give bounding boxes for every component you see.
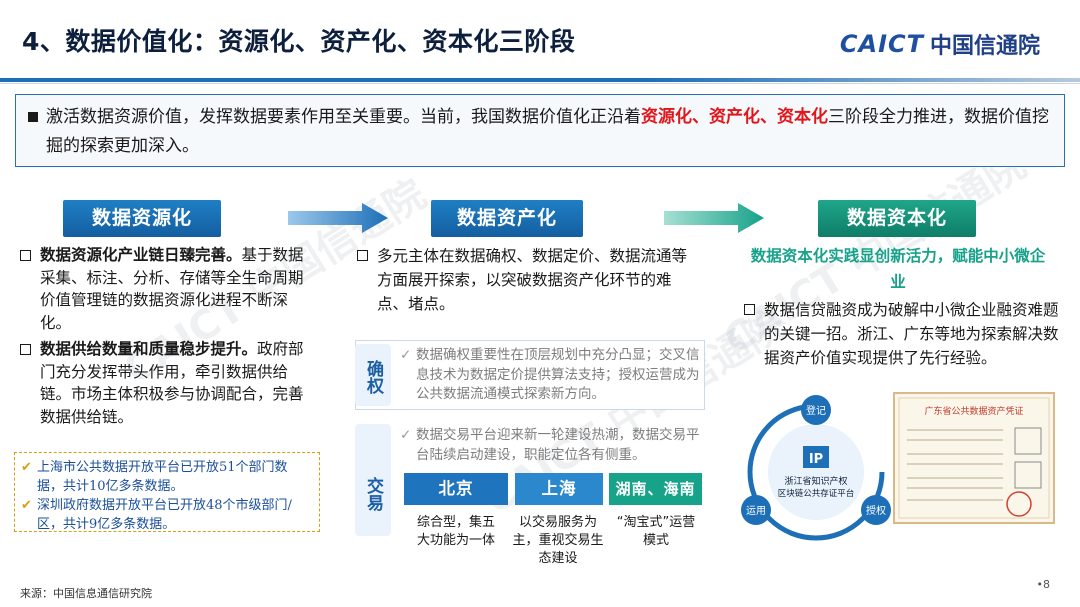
title-divider-thin (0, 83, 1080, 84)
arrow-right-icon (664, 203, 764, 233)
stage-resource: 数据资源化 (63, 200, 221, 237)
logo-text-en: CAICT (839, 30, 924, 58)
tag-confirm-rights: 确权 (355, 344, 391, 406)
check-icon: ✔ (21, 498, 32, 513)
diagram-center-line1: 浙江省知识产权 (784, 475, 847, 487)
title-divider (0, 78, 1080, 82)
certificate-title: 广东省公共数据资产凭证 (924, 405, 1023, 417)
list-item: 数据供给数量和质量稳步提升。政府部门充分发挥带头作用，牵引数据供给链。市场主体积… (18, 338, 308, 428)
capital-headline: 数据资本化实践显创新活力，赋能中小微企业 (750, 247, 1046, 291)
diagram-center-line2: 区块链公共存证平台 (778, 488, 855, 499)
data-asset-certificate-image: 广东省公共数据资产凭证 (893, 392, 1055, 524)
city-shanghai: 上海 (515, 473, 603, 505)
page-title: 4、数据价值化：资源化、资产化、资本化三阶段 (22, 27, 576, 56)
sub-text: 数据确权重要性在顶层规划中充分凸显；交叉信息技术为数据定价提供算法支持；授权运营… (416, 347, 700, 402)
hollow-square-bullet-icon (357, 250, 368, 261)
page-number: •8 (1036, 578, 1051, 591)
example-note-box: ✔ 上海市公共数据开放平台已开放51个部门数据，共计10亿多条数据。 ✔ 深圳政… (14, 452, 320, 532)
city-hunan-hainan: 湖南、海南 (609, 473, 702, 505)
bullet-text: 多元主体在数据确权、数据定价、数据流通等方面展开探索，以突破数据资产化环节的难点… (377, 247, 688, 313)
stage-asset: 数据资产化 (431, 200, 583, 237)
logo-text-cn: 中国信通院 (929, 34, 1040, 59)
tag-trading: 交易 (355, 424, 391, 536)
list-item: ✔ 深圳政府数据开放平台已开放48个市级部门/区，共计9亿多条数据。 (21, 496, 311, 534)
list-item: 数据信贷融资成为破解中小微企业融资难题的关键一招。浙江、广东等地为探索解决数据资… (742, 298, 1062, 370)
note-text: 上海市公共数据开放平台已开放51个部门数据，共计10亿多条数据。 (37, 460, 288, 494)
bullet-text: 基于数据采集、标注、分析、存储等全生命周期价值管理链的数据资源化进程不断深化。 (40, 246, 304, 332)
check-icon: ✓ (400, 347, 412, 363)
confirm-rights-block (355, 340, 705, 410)
blockchain-platform-diagram: IP 浙江省知识产权 区块链公共存证平台 登记 运用 授权 (741, 395, 891, 541)
list-item: 数据资源化产业链日臻完善。基于数据采集、标注、分析、存储等全生命周期价值管理链的… (18, 244, 308, 334)
intro-text-after: 三阶段全力推进，数据价值挖掘的探索更加深入。 (46, 107, 1049, 156)
diagram-node-register: 登记 (806, 404, 826, 417)
list-item: 多元主体在数据确权、数据定价、数据流通等方面展开探索，以突破数据资产化环节的难点… (355, 244, 695, 316)
svg-text:IP: IP (809, 452, 823, 467)
bullet-text: 政府部门充分发挥带头作用，牵引数据供给链。市场主体积极参与协调配合，完善数据供给… (40, 340, 304, 426)
source-note: 来源：中国信息通信研究院 (20, 587, 152, 600)
diagram-node-use: 运用 (746, 505, 766, 517)
bullet-bold: 数据资源化产业链日臻完善。 (40, 246, 242, 264)
hollow-square-bullet-icon (744, 304, 755, 315)
city-desc-shanghai: 以交易服务为主，重视交易生态建设 (512, 515, 604, 566)
column-capital: 数据信贷融资成为破解中小微企业融资难题的关键一招。浙江、广东等地为探索解决数据资… (742, 298, 1062, 372)
confirm-rights-text: ✓ 数据确权重要性在顶层规划中充分凸显；交叉信息技术为数据定价提供算法支持；授权… (400, 346, 700, 405)
stage-capital: 数据资本化 (818, 200, 976, 237)
sub-text: 数据交易平台迎来新一轮建设热潮，数据交易平台陆续启动建设，职能定位各有侧重。 (416, 427, 700, 463)
check-icon: ✔ (21, 460, 32, 475)
arrow-right-icon (288, 203, 388, 233)
hollow-square-bullet-icon (20, 344, 31, 355)
trading-text: ✓ 数据交易平台迎来新一轮建设热潮，数据交易平台陆续启动建设，职能定位各有侧重。 (400, 426, 700, 465)
diagram-node-authorize: 授权 (866, 504, 886, 517)
square-bullet-icon (28, 112, 38, 122)
hollow-square-bullet-icon (20, 250, 31, 261)
note-text: 深圳政府数据开放平台已开放48个市级部门/区，共计9亿多条数据。 (37, 498, 292, 532)
city-desc-hunan-hainan: “淘宝式”运营模式 (616, 515, 696, 548)
column-asset: 多元主体在数据确权、数据定价、数据流通等方面展开探索，以突破数据资产化环节的难点… (355, 244, 695, 318)
check-icon: ✓ (400, 427, 412, 443)
intro-text-before: 激活数据资源价值，发挥数据要素作用至关重要。当前，我国数据价值化正沿着 (46, 107, 641, 127)
column-resource: 数据资源化产业链日臻完善。基于数据采集、标注、分析、存储等全生命周期价值管理链的… (18, 244, 308, 430)
intro-box: 激活数据资源价值，发挥数据要素作用至关重要。当前，我国数据价值化正沿着资源化、资… (15, 94, 1065, 167)
bullet-text: 数据信贷融资成为破解中小微企业融资难题的关键一招。浙江、广东等地为探索解决数据资… (764, 301, 1059, 367)
city-desc-beijing: 综合型，集五大功能为一体 (416, 515, 495, 548)
bullet-bold: 数据供给数量和质量稳步提升。 (40, 340, 258, 358)
list-item: ✔ 上海市公共数据开放平台已开放51个部门数据，共计10亿多条数据。 (21, 458, 311, 496)
city-beijing: 北京 (404, 473, 508, 505)
intro-highlight: 资源化、资产化、资本化 (641, 107, 828, 127)
caict-logo: CAICT 中国信通院 (840, 28, 1040, 60)
